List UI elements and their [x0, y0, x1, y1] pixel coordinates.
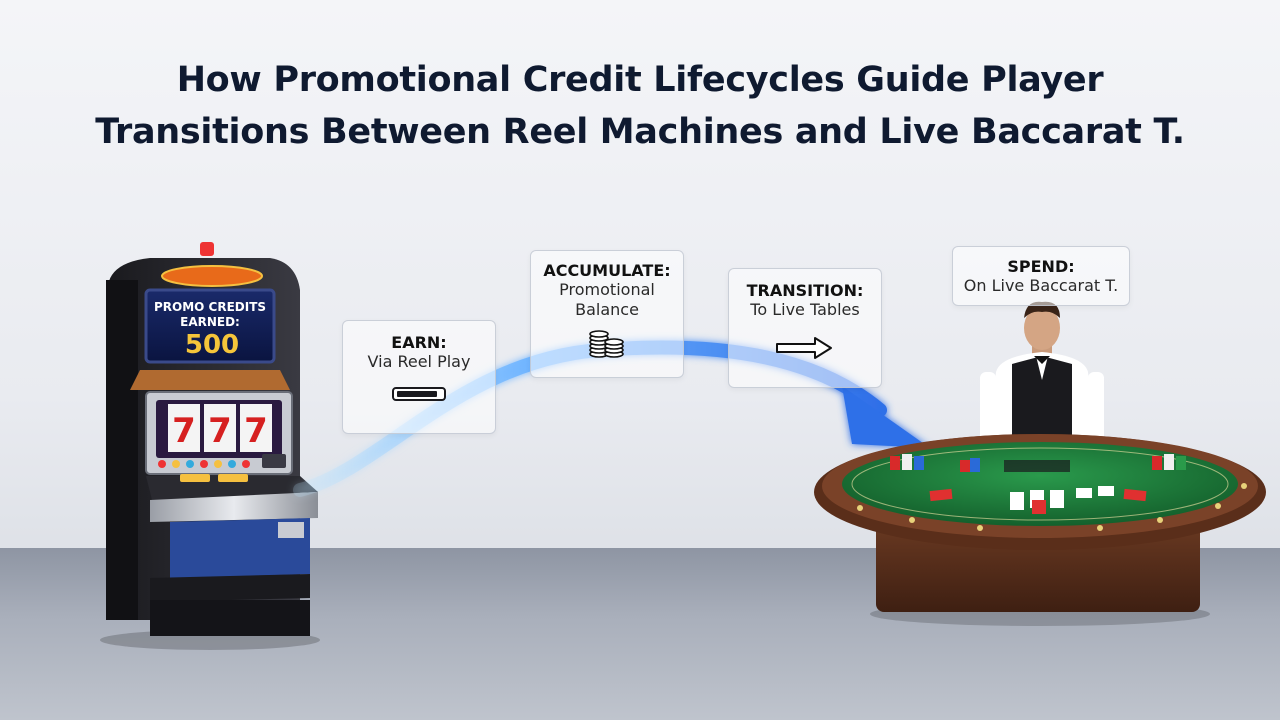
step-heading: SPEND:: [1007, 257, 1075, 276]
reel-2: 7: [208, 411, 232, 451]
reel-3: 7: [244, 411, 268, 451]
step-card-earn: EARN: Via Reel Play: [342, 320, 496, 434]
progress-bar-icon: [392, 387, 446, 401]
step-text-line-2: Balance: [575, 300, 639, 319]
step-heading: TRANSITION:: [746, 281, 864, 300]
arrow-right-icon: [776, 337, 832, 359]
step-text: Via Reel Play: [367, 352, 471, 371]
page-title: How Promotional Credit Lifecycles Guide …: [0, 54, 1280, 158]
step-card-accumulate: ACCUMULATE: Promotional Balance: [530, 250, 684, 378]
table-spots: [857, 483, 1247, 531]
screen-line-2: EARNED:: [180, 315, 240, 329]
title-line-1: How Promotional Credit Lifecycles Guide …: [176, 60, 1104, 100]
dealer: [980, 301, 1104, 456]
credits-value: 500: [185, 330, 239, 360]
title-line-2: Transitions Between Reel Machines and Li…: [95, 112, 1185, 152]
step-text: To Live Tables: [750, 300, 860, 319]
slot-machine: PROMO CREDITS EARNED: 500 7 7 7: [100, 242, 320, 650]
step-card-spend: SPEND: On Live Baccarat T.: [952, 246, 1130, 306]
reel-1: 7: [172, 411, 196, 451]
step-heading: EARN:: [391, 333, 447, 352]
step-text: On Live Baccarat T.: [963, 276, 1119, 295]
button-lights: [158, 460, 250, 468]
baccarat-table: [814, 301, 1266, 626]
step-heading: ACCUMULATE:: [543, 261, 671, 280]
cards: [929, 486, 1147, 514]
chip-stacks: [890, 454, 1186, 472]
step-text-line-1: Promotional: [559, 280, 655, 299]
screen-line-1: PROMO CREDITS: [154, 300, 266, 314]
chip-stack-icon: [589, 330, 624, 358]
step-card-transition: TRANSITION: To Live Tables: [728, 268, 882, 388]
